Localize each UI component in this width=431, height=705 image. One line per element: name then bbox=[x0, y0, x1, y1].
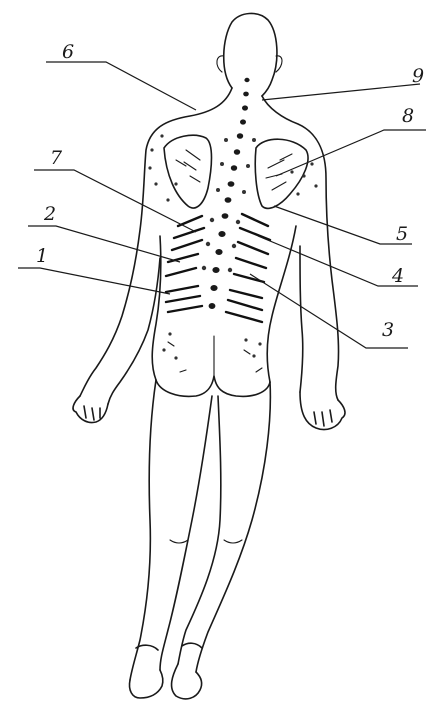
tender-dot bbox=[168, 332, 171, 335]
left-hand bbox=[73, 396, 108, 423]
tender-dot bbox=[302, 174, 305, 177]
paraspinal-dot bbox=[232, 244, 236, 248]
tender-dot bbox=[258, 342, 261, 345]
vertebra bbox=[228, 181, 235, 187]
tender-dot bbox=[154, 182, 157, 185]
leader-8 bbox=[276, 130, 426, 176]
right-arm-inner bbox=[300, 246, 303, 392]
leader-5 bbox=[274, 206, 412, 244]
vertebra bbox=[212, 267, 219, 273]
scapula-right-hatch bbox=[266, 154, 292, 190]
label-3: 3 bbox=[382, 319, 394, 341]
buttocks bbox=[156, 376, 270, 396]
spine bbox=[202, 78, 256, 309]
label-9: 9 bbox=[412, 65, 424, 87]
tender-dot bbox=[290, 170, 293, 173]
muscle-stroke-right bbox=[238, 242, 268, 254]
left-foot bbox=[129, 645, 162, 698]
paraspinal-dot bbox=[242, 190, 246, 194]
label-1: 1 bbox=[36, 245, 48, 267]
label-4: 4 bbox=[391, 265, 404, 287]
left-leg-outer bbox=[130, 380, 156, 680]
vertebra bbox=[225, 197, 232, 203]
paraspinal-dot bbox=[228, 268, 232, 272]
muscle-stroke-right bbox=[236, 258, 266, 268]
vertebra bbox=[240, 119, 246, 124]
muscle-stroke-left bbox=[174, 228, 204, 238]
label-6: 6 bbox=[62, 41, 74, 63]
tender-dot bbox=[150, 148, 153, 151]
vertebra bbox=[231, 165, 237, 171]
scapula-left bbox=[164, 135, 212, 208]
ear-left bbox=[217, 56, 224, 72]
right-leg-inner bbox=[178, 396, 221, 664]
paraspinal-dot bbox=[246, 164, 250, 168]
tender-dot bbox=[174, 182, 177, 185]
vertebra bbox=[210, 285, 217, 291]
paraspinal-dot bbox=[210, 218, 214, 222]
muscle-stroke-left bbox=[168, 254, 198, 262]
label-8: 8 bbox=[402, 105, 414, 127]
vertebra bbox=[209, 303, 216, 309]
paraspinal-dot bbox=[206, 242, 210, 246]
paraspinal-dot bbox=[220, 162, 224, 166]
leader-9 bbox=[262, 84, 420, 100]
muscle-stroke-right bbox=[242, 214, 268, 226]
scapula-left-hatch bbox=[176, 150, 200, 182]
leader-7 bbox=[34, 170, 196, 232]
knee-crease-right bbox=[224, 540, 242, 543]
paraspinal-dot bbox=[224, 138, 228, 142]
right-foot bbox=[172, 643, 202, 699]
vertebra bbox=[244, 78, 249, 82]
muscle-stroke-right bbox=[240, 228, 270, 240]
muscle-stroke-right bbox=[226, 312, 262, 322]
left-side-outer bbox=[80, 88, 232, 396]
vertebra bbox=[215, 249, 222, 255]
right-hand bbox=[300, 392, 345, 430]
tender-dot bbox=[148, 166, 151, 169]
vertebra bbox=[218, 231, 225, 237]
tender-dash bbox=[168, 342, 262, 372]
paraspinal-dot bbox=[202, 266, 206, 270]
label-5: 5 bbox=[396, 223, 408, 245]
muscle-stroke-left bbox=[166, 286, 198, 292]
vertebra bbox=[222, 213, 229, 219]
vertebra bbox=[242, 105, 248, 110]
vertebra bbox=[243, 92, 249, 97]
tender-dot bbox=[314, 184, 317, 187]
paraspinal-dot bbox=[236, 220, 240, 224]
leader-6 bbox=[46, 62, 196, 110]
leader-2 bbox=[28, 226, 180, 262]
knee-crease-left bbox=[170, 540, 188, 543]
leader-lines bbox=[18, 62, 426, 348]
vertebra bbox=[234, 149, 240, 155]
muscle-stroke-left bbox=[166, 268, 196, 276]
tender-dot bbox=[162, 348, 165, 351]
muscle-stroke-left bbox=[172, 240, 202, 250]
tender-dot bbox=[244, 338, 247, 341]
label-7: 7 bbox=[50, 147, 63, 169]
body-outline bbox=[73, 13, 345, 698]
label-2: 2 bbox=[43, 203, 56, 225]
muscle-stroke-right bbox=[234, 274, 264, 282]
tender-dot bbox=[310, 162, 313, 165]
leader-1 bbox=[18, 268, 170, 294]
muscle-stroke-left bbox=[166, 296, 200, 302]
tender-dot bbox=[252, 354, 255, 357]
tender-dot bbox=[174, 356, 177, 359]
muscle-stroke-right bbox=[230, 290, 262, 298]
paraspinal-dot bbox=[252, 138, 256, 142]
head bbox=[224, 13, 277, 96]
muscle-stroke-right bbox=[228, 300, 262, 310]
tender-dot bbox=[160, 134, 163, 137]
tender-dot bbox=[166, 198, 169, 201]
paraspinal-dot bbox=[216, 188, 220, 192]
muscle-stroke-left bbox=[168, 306, 202, 312]
vertebra bbox=[237, 133, 243, 139]
tender-dot bbox=[296, 192, 299, 195]
